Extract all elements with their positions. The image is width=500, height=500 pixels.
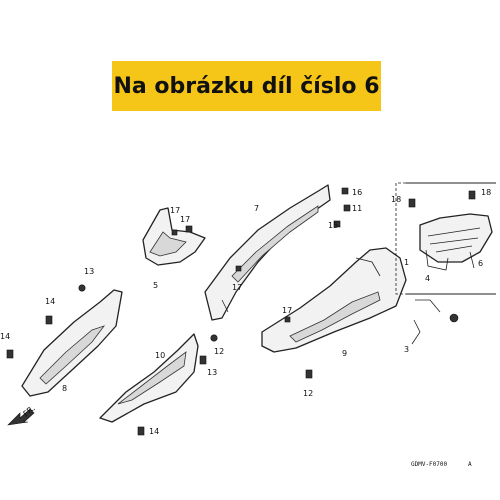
callout-17-d: 17 [282, 306, 292, 315]
clip-12-b [199, 355, 207, 365]
callout-1: 1 [404, 258, 409, 267]
right-body-cover-part[interactable] [261, 247, 407, 353]
screw-13-a [78, 284, 86, 292]
callout-6: 6 [478, 259, 483, 268]
screw-13-b [210, 334, 218, 342]
callout-18-b: 18 [481, 188, 491, 197]
callout-3: 3 [404, 345, 409, 354]
bolt-15 [333, 220, 341, 228]
callout-17-a: 17 [170, 206, 180, 215]
callout-13-b: 13 [207, 368, 217, 377]
bolt-18-b [468, 190, 476, 200]
callout-12-b: 12 [214, 347, 224, 356]
callout-8: 8 [62, 384, 67, 393]
lock-assembly-4 [415, 299, 441, 313]
callout-4: 4 [425, 274, 430, 283]
callout-13-a: 13 [84, 267, 94, 276]
key-cylinder [449, 313, 459, 323]
bolt-17-b [235, 265, 242, 272]
left-body-cover-part[interactable] [21, 289, 123, 397]
fastener-group [6, 187, 476, 436]
callout-5: 5 [153, 281, 158, 290]
callout-11: 11 [352, 204, 362, 213]
callout-16: 16 [352, 188, 362, 197]
front-arrow: FR. [7, 404, 37, 426]
callout-15: 15 [328, 221, 338, 230]
callout-14-c: 14 [149, 427, 159, 436]
bolt-17-a [185, 225, 193, 233]
bolt-14-c [137, 426, 145, 436]
drawing-code: GDMV-F0700 [411, 461, 448, 468]
clip-12-a [305, 369, 313, 379]
bolt-16 [341, 187, 349, 195]
part-number-banner: Na obrázku díl číslo 6 [112, 61, 381, 111]
callout-7: 7 [254, 204, 259, 213]
bolt-18-a [408, 198, 416, 208]
floor-skirt-part[interactable] [99, 333, 199, 423]
callout-17-c: 17 [232, 283, 242, 292]
callout-14-b: 14 [0, 332, 10, 341]
callout-9: 9 [342, 349, 347, 358]
callout-10: 10 [155, 351, 165, 360]
callout-labels: 1 3 4 5 6 7 8 9 10 11 12 12 13 13 14 14 … [0, 188, 491, 436]
callout-18-a: 18 [391, 195, 401, 204]
clip-11 [343, 204, 351, 212]
luggage-carrier-part[interactable] [419, 213, 493, 271]
carrier-box [395, 182, 496, 295]
bolt-14-b [6, 349, 14, 359]
callout-17-b: 17 [180, 215, 190, 224]
callout-12-a: 12 [303, 389, 313, 398]
bolt-17-d [171, 229, 178, 236]
center-cover-part[interactable] [142, 207, 206, 266]
cable-3 [411, 319, 421, 345]
sheet-letter: A [468, 461, 472, 468]
banner-text: Na obrázku díl číslo 6 [113, 73, 380, 99]
bolt-14-a [45, 315, 53, 325]
rear-cowl-part[interactable] [204, 184, 331, 321]
callout-14-a: 14 [45, 297, 55, 306]
bolt-17-c [284, 316, 291, 323]
